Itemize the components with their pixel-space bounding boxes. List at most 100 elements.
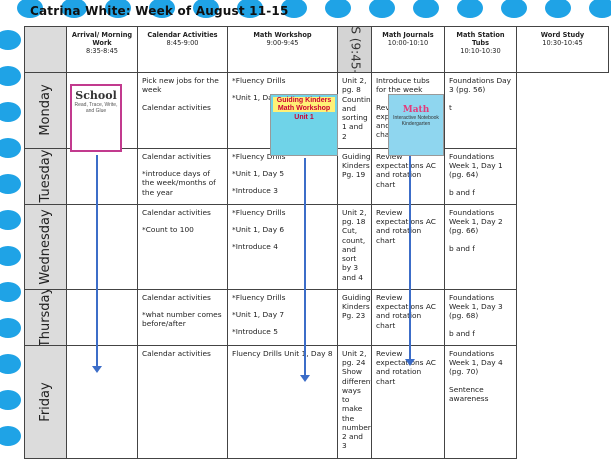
arrow-math-journals — [405, 156, 415, 366]
polka-dot — [0, 102, 21, 122]
station-tubs-cell: Review expectations AC and rotation char… — [371, 288, 445, 346]
cell-text: *Fluency Drills — [232, 292, 286, 302]
cell-text: *introduce days of the week/months of th… — [142, 169, 216, 197]
cell-text: *Introduce 4 — [232, 242, 278, 252]
day-label-cell: Tuesday — [24, 147, 67, 205]
calendar-cell: Calendar activities *introduce days of th… — [137, 147, 228, 205]
polka-dot — [0, 174, 21, 194]
day-row: Wednesday Calendar activities *Count to 10… — [24, 203, 609, 290]
polka-dot — [237, 0, 263, 18]
math-journal-cell: Unit 2, pg. 18 Cut, count, and sort by 3… — [337, 203, 372, 290]
cell-text: Review expectations AC and rotation char… — [376, 151, 436, 189]
cell-text: Foundations Week 1, Day 1 (pg. 64) — [449, 151, 503, 180]
cell-text: Foundations Week 1, Day 3 (pg. 68) — [449, 292, 503, 321]
polka-dot — [61, 0, 87, 18]
page-title: Catrina White: Week of August 11-15 — [30, 4, 289, 18]
polka-dot — [457, 0, 483, 18]
cell-text: Unit 2, pg. 18 Cut, count, and sort by 3… — [342, 207, 367, 282]
polka-dot — [325, 0, 351, 18]
day-name: Tuesday — [37, 149, 53, 203]
polka-dot — [0, 354, 21, 374]
school-worksheet-image: School Read, Trace, Write, and Glue — [70, 84, 122, 152]
math-workshop-cell: *Fluency Drills*Unit 1, Day 5*Introduce … — [227, 147, 338, 205]
cell-text: *Count to 100 — [142, 225, 194, 234]
word-study-cell: Foundations Week 1, Day 2 (pg. 66) b and … — [444, 203, 517, 290]
station-tubs-cell: Review expectations AC and rotation char… — [371, 203, 445, 290]
calendar-cell: Calendar activities*what number comes be… — [137, 288, 228, 346]
cell-text: *Unit 1, Day 6 — [232, 225, 285, 234]
polka-dot — [369, 0, 395, 18]
polka-dot — [0, 390, 21, 410]
cell-text: Sentence awareness — [449, 384, 489, 403]
polka-dot — [105, 0, 131, 18]
polka-dot — [0, 282, 21, 302]
polka-dot — [0, 246, 21, 266]
word-study-cell: Foundations Week 1, Day 4 (pg. 70)Senten… — [444, 344, 517, 459]
polka-dot — [193, 0, 219, 18]
cell-text: Foundations Week 1, Day 2 (pg. 66) — [449, 207, 503, 236]
polka-dot — [501, 0, 527, 18]
arrival-cell — [66, 288, 138, 346]
cell-text: Fluency Drills Unit 1, Day 8 — [232, 348, 333, 358]
day-row: Tuesday Calendar activities *introduce day… — [24, 147, 609, 205]
cell-text: Guiding Kinders Pg. 19 — [342, 151, 371, 180]
arrow-math-workshop — [300, 158, 310, 382]
polka-dot — [281, 0, 307, 18]
polka-dot — [17, 0, 43, 18]
arrival-cell — [66, 147, 138, 205]
day-label-cell: Monday — [24, 72, 67, 149]
cell-text: *Unit 1, Day 5 — [232, 169, 285, 178]
cell-text: *Fluency Drills — [232, 76, 286, 85]
cell-text: Foundations Day 3 (pg. 56) — [449, 76, 512, 95]
cell-text: Pick new jobs for the week — [142, 76, 219, 95]
cell-text: Introduce tubs for the week — [376, 76, 430, 95]
calendar-cell: Calendar activities — [137, 344, 228, 459]
word-study-cell: Foundations Day 3 (pg. 56) t — [444, 72, 517, 149]
math-journal-cell: Unit 2, pg. 24 Show different ways to ma… — [337, 344, 372, 459]
cell-text: Calendar activities — [142, 151, 211, 161]
polka-dot — [589, 0, 611, 18]
cell-text: Review expectations AC and rotation char… — [376, 292, 436, 330]
word-study-cell: Foundations Week 1, Day 3 (pg. 68) b and … — [444, 288, 517, 346]
polka-dot — [0, 210, 21, 230]
cell-text: Review expectations AC and rotation char… — [376, 207, 436, 245]
corner-cell — [24, 26, 67, 73]
day-name: Friday — [37, 381, 53, 422]
arrival-cell — [66, 203, 138, 290]
polka-dot — [0, 30, 21, 50]
math-journal-cell: Unit 2, pg. 8 Counting and sorting 1 and… — [337, 72, 372, 149]
cell-text: Calendar activities — [142, 292, 211, 302]
math-workshop-cell: Fluency Drills Unit 1, Day 8 — [227, 344, 338, 459]
cell-text: Calendar activities — [142, 348, 211, 358]
recess-column: RECESS (9:45-10:00) — [337, 26, 372, 73]
arrival-cell — [66, 344, 138, 459]
cell-text: b and f — [449, 328, 475, 338]
calendar-cell: Calendar activities *Count to 100 — [137, 203, 228, 290]
polka-dot — [0, 426, 21, 446]
math-workshop-unit-image: Guiding Kinders Math Workshop Unit 1 — [270, 94, 338, 156]
cell-text: Review expectations AC and rotation char… — [376, 348, 436, 386]
polka-dot — [413, 0, 439, 18]
station-tubs-cell: Review expectations AC and rotation char… — [371, 147, 445, 205]
word-study-cell: Foundations Week 1, Day 1 (pg. 64) b and … — [444, 147, 517, 205]
cell-text: b and f — [449, 243, 475, 253]
cell-text: *Fluency Drills — [232, 207, 286, 217]
polka-dot — [0, 66, 21, 86]
cell-text: t — [449, 102, 452, 112]
cell-text: Calendar activities — [142, 207, 211, 217]
math-workshop-cell: *Fluency Drills*Unit 1, Day 7*Introduce … — [227, 288, 338, 346]
recess-label: RECESS (9:45-10:00) — [347, 28, 362, 72]
day-name: Wednesday — [37, 209, 53, 285]
cell-text: b and f — [449, 187, 475, 197]
polka-dot — [149, 0, 175, 18]
day-row: Friday Calendar activities Fluency Drills … — [24, 344, 609, 459]
cell-text: Calendar activities — [142, 102, 211, 112]
day-label-cell: Thursday — [24, 288, 67, 346]
